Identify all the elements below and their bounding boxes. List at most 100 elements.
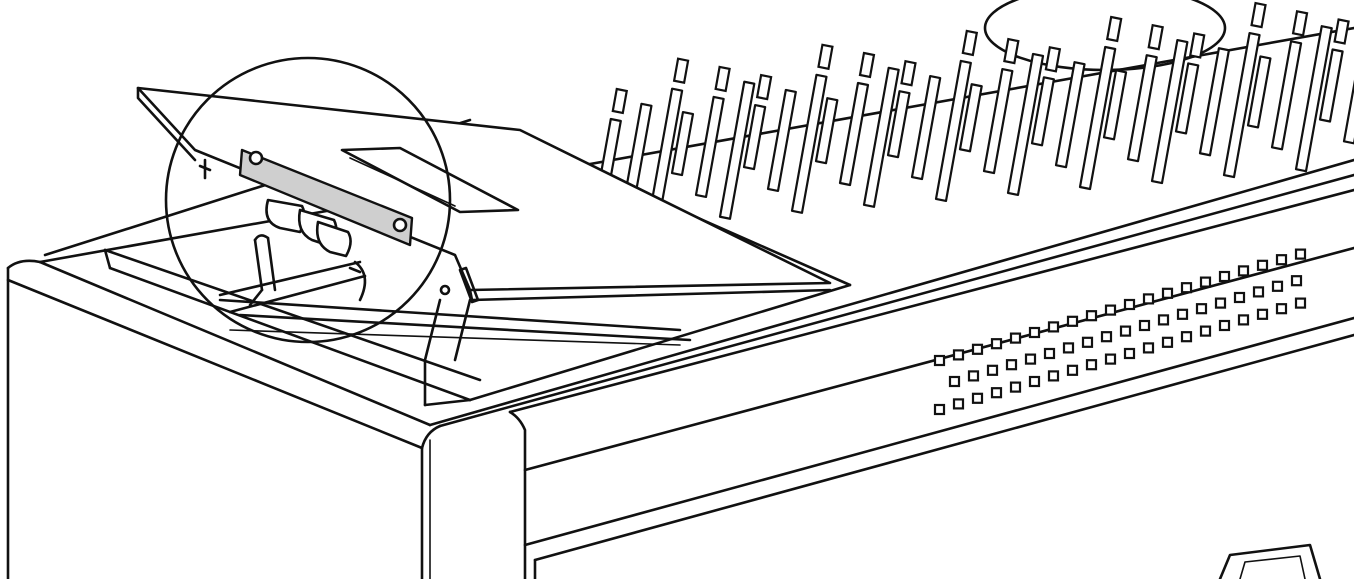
- vent-hole: [990, 338, 1003, 350]
- grille-slot: [672, 57, 690, 84]
- grille-slot: [718, 80, 756, 220]
- grille-slot: [1147, 23, 1164, 51]
- front-vent-grid: [933, 248, 1307, 416]
- vent-hole: [1237, 265, 1250, 277]
- vent-hole: [1104, 353, 1117, 365]
- grille-slot: [1250, 1, 1267, 29]
- vent-hole: [971, 392, 984, 404]
- vent-hole: [1047, 370, 1060, 382]
- vent-hole: [952, 398, 965, 410]
- grille-slot: [1044, 46, 1062, 73]
- vent-hole: [1218, 319, 1231, 332]
- vent-hole: [933, 403, 946, 416]
- vent-hole: [1100, 331, 1113, 343]
- grille-slot: [817, 43, 834, 71]
- grille-slot: [1270, 40, 1303, 151]
- vent-hole: [1024, 353, 1037, 365]
- grille-slot: [1030, 76, 1055, 147]
- unit-body: [6, 26, 1354, 579]
- vent-hole: [1214, 297, 1227, 309]
- vent-hole: [1275, 303, 1288, 315]
- vent-hole: [1009, 381, 1022, 393]
- grille-slot: [1174, 62, 1200, 135]
- grille-slot: [982, 68, 1014, 175]
- grille-slot: [958, 83, 983, 153]
- grille-slot: [1342, 79, 1354, 145]
- grille-slot: [1006, 52, 1045, 197]
- grille-slot: [900, 59, 917, 87]
- vent-hole: [1123, 298, 1136, 311]
- grille-slot: [1102, 69, 1128, 141]
- vent-hole: [1081, 336, 1094, 348]
- grille-slot: [1333, 18, 1350, 45]
- vent-hole: [967, 370, 980, 382]
- vent-hole: [1119, 325, 1132, 337]
- vent-hole: [1271, 280, 1284, 292]
- grille-slot: [1294, 25, 1333, 173]
- vent-hole: [1199, 276, 1212, 288]
- grille-slot: [1198, 47, 1230, 157]
- grille-slot: [611, 87, 629, 115]
- vent-hole: [1199, 325, 1212, 337]
- vent-hole: [1085, 359, 1098, 371]
- grille-slot: [1126, 54, 1158, 163]
- vent-hole: [1005, 359, 1018, 371]
- vent-hole: [1256, 308, 1269, 320]
- vent-hole: [1161, 287, 1174, 299]
- vent-hole: [1157, 314, 1170, 326]
- grille-slot: [1054, 61, 1086, 169]
- magnifier-circle-icon: [164, 56, 452, 344]
- grille-slot: [1003, 37, 1020, 65]
- vent-hole: [1176, 308, 1189, 320]
- grille-slot: [670, 110, 695, 177]
- vent-hole: [1085, 310, 1098, 322]
- grille-slot: [910, 74, 942, 181]
- vent-hole: [1009, 332, 1022, 344]
- hinged-lid: [136, 86, 832, 362]
- vent-hole: [1237, 314, 1250, 326]
- hinge-screw-left: [248, 150, 264, 166]
- vent-hole: [1123, 347, 1136, 360]
- grille-slot: [1078, 45, 1117, 191]
- grille-slot: [1222, 32, 1261, 179]
- grille-slot: [1188, 32, 1206, 59]
- vent-hole: [1028, 375, 1041, 388]
- vent-hole: [986, 364, 999, 376]
- vent-hole: [1294, 297, 1307, 309]
- grille-slot: [934, 59, 972, 202]
- grille-slot: [886, 90, 911, 159]
- vent-hole: [1043, 347, 1056, 360]
- vent-hole: [1138, 319, 1151, 332]
- vent-hole: [948, 375, 961, 388]
- vent-hole: [1062, 342, 1075, 354]
- vent-hole: [1142, 342, 1155, 354]
- vent-hole: [971, 343, 984, 355]
- grille-slot: [766, 88, 797, 193]
- vent-hole: [1066, 315, 1079, 327]
- vent-hole: [1028, 326, 1041, 339]
- grille-slot: [1291, 10, 1309, 37]
- vent-hole: [1195, 303, 1208, 315]
- vent-hole: [1066, 364, 1079, 376]
- vent-hole: [1233, 291, 1246, 304]
- vent-hole: [1142, 293, 1155, 305]
- vent-hole: [1294, 248, 1307, 260]
- vent-hole: [1256, 259, 1269, 271]
- grille-slot: [742, 104, 767, 171]
- hinge-screw-right: [392, 217, 408, 233]
- grille-slots: [598, 1, 1354, 226]
- lid-hinge-bracket: [198, 148, 451, 314]
- grille-slot: [1150, 38, 1189, 185]
- grille-slot: [961, 29, 979, 57]
- front-control-strip: [508, 188, 1354, 579]
- lid-handle-recess: [340, 146, 520, 214]
- top-grille: [598, 0, 1354, 226]
- grille-slot: [1105, 15, 1123, 43]
- vent-hole: [933, 354, 946, 367]
- vent-hole: [1180, 282, 1193, 294]
- grille-slot: [862, 66, 900, 208]
- grille-slot: [694, 95, 725, 198]
- grille-slot: [1318, 48, 1344, 123]
- vent-hole: [1252, 286, 1265, 298]
